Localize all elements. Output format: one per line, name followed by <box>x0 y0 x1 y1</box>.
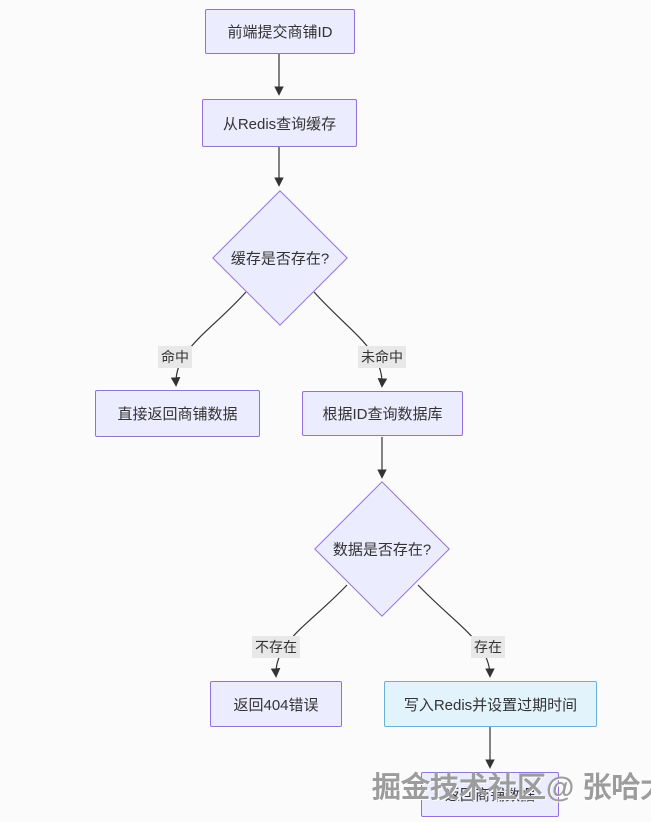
flow-node-submit-shop-id: 前端提交商铺ID <box>205 9 355 54</box>
edge-label-data-not-exist: 不存在 <box>252 636 300 658</box>
edge-label-cache-hit: 命中 <box>158 346 192 368</box>
edge-data-exists-to-return-404 <box>270 584 348 678</box>
flow-node-query-db-by-id: 根据ID查询数据库 <box>302 391 463 436</box>
flow-node-return-shop-data-direct: 直接返回商铺数据 <box>95 390 260 437</box>
flow-node-return-404: 返回404错误 <box>210 681 342 727</box>
flow-node-write-redis-set-ttl: 写入Redis并设置过期时间 <box>384 681 597 727</box>
decision-data-exists-label: 数据是否存在? <box>332 541 432 559</box>
edge-cache-exists-to-return-direct <box>170 291 247 387</box>
decision-cache-exists-label: 缓存是否存在? <box>230 250 330 268</box>
flow-node-return-shop-data: 返回商铺数据 <box>421 772 559 817</box>
edge-cache-exists-to-query-db <box>313 291 388 388</box>
watermark: 掘金技术社区@ 张哈大 <box>372 772 651 804</box>
flow-node-query-redis-cache: 从Redis查询缓存 <box>202 99 357 147</box>
edge-label-data-exist: 存在 <box>471 636 505 658</box>
edge-data-exists-to-write-redis <box>417 584 495 678</box>
edge-label-cache-miss: 未命中 <box>358 346 406 368</box>
